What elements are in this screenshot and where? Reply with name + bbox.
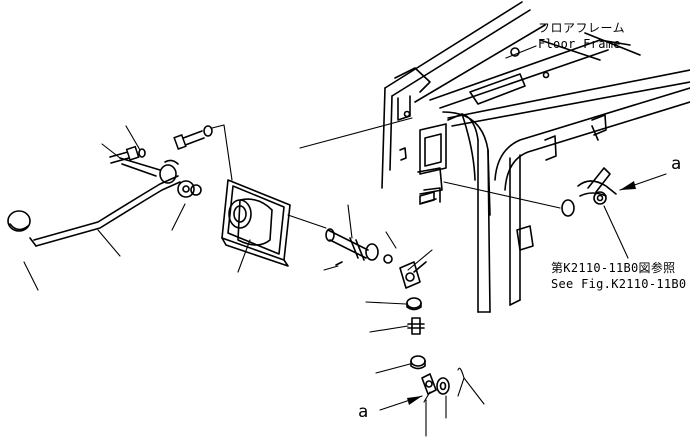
floor-frame-label-en: Floor Frame: [538, 37, 621, 51]
reference-a-upper: a: [671, 154, 682, 174]
upper-linkage: [561, 167, 617, 217]
lever-rod: [29, 157, 202, 247]
floor-frame: [381, 1, 690, 313]
swivel-fitting: [399, 261, 427, 289]
arrow-upper-a: [619, 173, 667, 191]
arrow-lower-a: [379, 395, 423, 411]
nut-stack: [406, 297, 450, 395]
floor-frame-label-jp: フロアフレーム: [538, 21, 626, 35]
upper-bolt: [173, 125, 213, 150]
cover-plate: [221, 179, 291, 267]
knob: [7, 210, 31, 232]
see-figure-label-jp: 第K2110-11B0図参照: [551, 261, 676, 275]
reference-a-lower: a: [358, 402, 369, 422]
leader-lines: [23, 45, 629, 437]
collar-spring: [325, 228, 393, 266]
see-figure-label-en: See Fig.K2110-11B0: [551, 277, 687, 291]
small-bolt: [109, 145, 146, 164]
